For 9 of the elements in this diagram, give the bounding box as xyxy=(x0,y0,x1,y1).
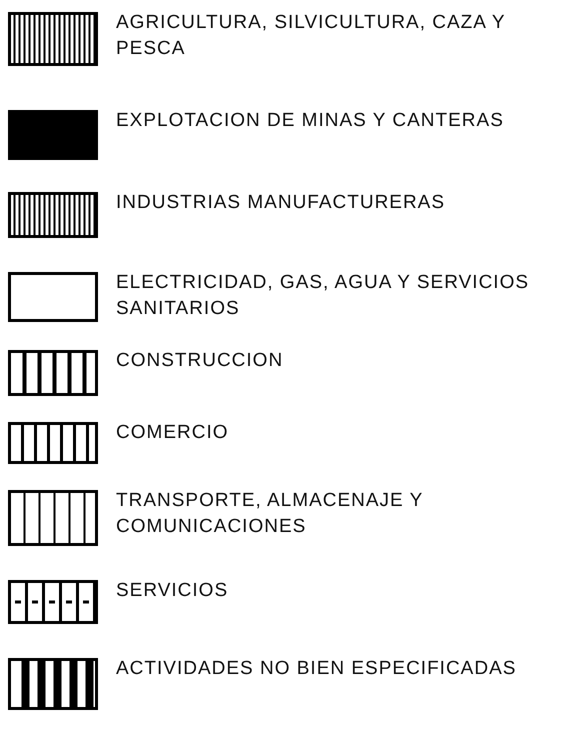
legend-label: ELECTRICIDAD, GAS, AGUA Y SERVICIOS SANITARIOS xyxy=(116,271,530,321)
legend-label: SERVICIOS xyxy=(116,579,230,603)
legend-label: ACTIVIDADES NO BIEN ESPECIFICADAS xyxy=(116,657,518,681)
legend-label: CONSTRUCCION xyxy=(116,349,284,373)
legend-label: AGRICULTURA, SILVICULTURA, CAZA Y PESCA xyxy=(116,11,506,61)
legend-label: EXPLOTACION DE MINAS Y CANTERAS xyxy=(116,109,505,133)
legend-label: INDUSTRIAS MANUFACTURERAS xyxy=(116,191,446,215)
legend-label: TRANSPORTE, ALMACENAJE Y COMUNICACIONES xyxy=(116,489,424,539)
legend-label: COMERCIO xyxy=(116,421,230,445)
